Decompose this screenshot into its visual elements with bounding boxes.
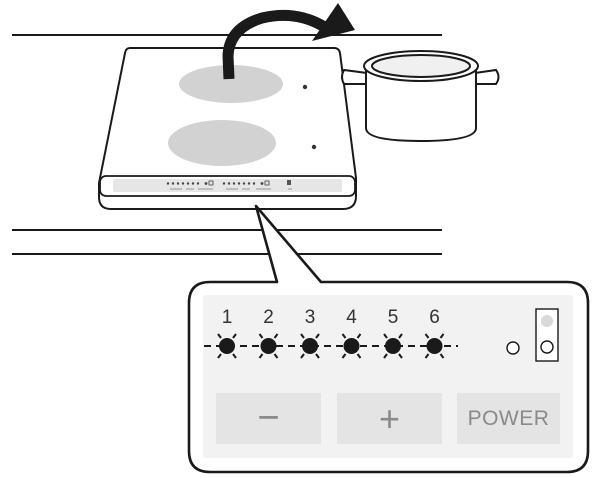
- cooking-pot-icon: [341, 50, 500, 143]
- indicator-led-icon: [506, 341, 520, 355]
- level-indicator-lights: [217, 333, 445, 359]
- minus-button[interactable]: −: [216, 393, 321, 444]
- lock-switch-icon: [535, 308, 559, 362]
- level-label-5: 5: [387, 307, 399, 328]
- hob-control-strip-inner: [113, 179, 342, 192]
- power-button[interactable]: POWER: [457, 393, 560, 444]
- hob-control-dots: [166, 180, 291, 186]
- burner-rear: [179, 65, 283, 103]
- plus-button[interactable]: +: [337, 393, 442, 444]
- burner-rear-dot-icon: [302, 84, 308, 90]
- level-indicator-light-icon: [341, 333, 362, 359]
- induction-hob: [98, 47, 357, 210]
- move-pot-arrow-icon: [222, 3, 355, 80]
- level-label-6: 6: [429, 307, 440, 328]
- level-indicator-light-icon: [258, 333, 279, 359]
- level-indicator-light-icon: [300, 333, 320, 359]
- countertop-lines: [12, 34, 442, 255]
- burner-front: [168, 120, 276, 166]
- burner-front-dot-icon: [311, 144, 317, 150]
- level-label-4: 4: [346, 307, 357, 328]
- level-label-2: 2: [263, 307, 274, 328]
- level-indicator-light-icon: [383, 333, 403, 359]
- level-label-1: 1: [221, 307, 233, 328]
- level-indicator-light-icon: [217, 333, 237, 359]
- level-indicator-light-icon: [424, 333, 445, 359]
- level-label-3: 3: [304, 307, 316, 328]
